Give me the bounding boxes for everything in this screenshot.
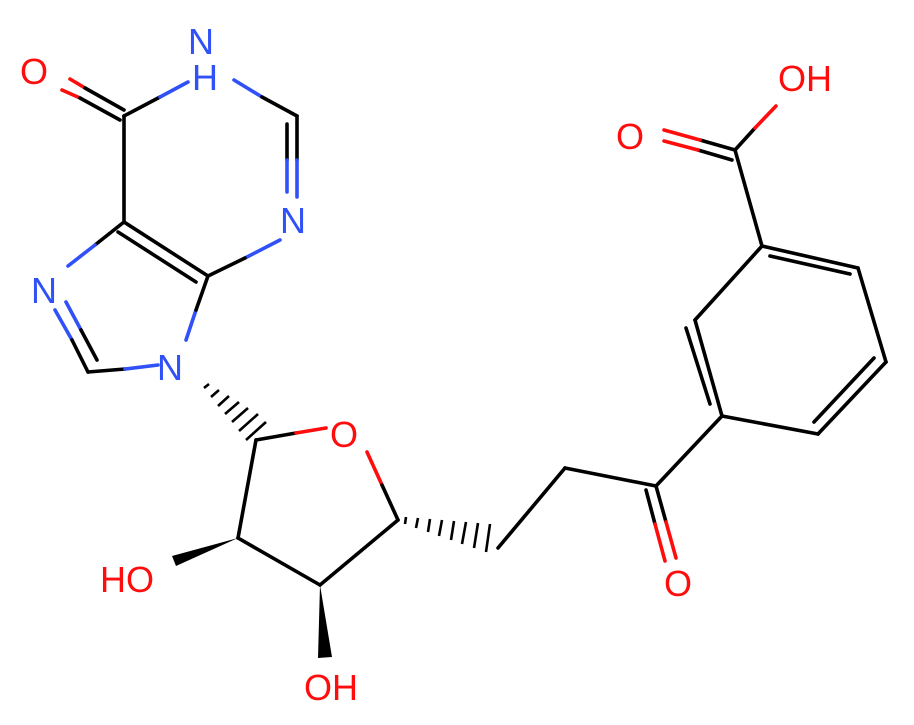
atom-n7: N — [31, 270, 57, 311]
atom-n1-hydrogen: H — [192, 57, 218, 98]
hashed-bond-n9-c1 — [203, 382, 267, 441]
ribose-bonds — [236, 414, 724, 587]
purine-bonds — [53, 77, 299, 374]
atom-hydroxyl-2: HO — [100, 559, 154, 600]
atom-ring-oxygen: O — [330, 414, 358, 455]
hashed-bond-c4-chain — [403, 516, 492, 553]
atom-carbonyl-oxygen: O — [20, 51, 48, 92]
atom-ketone-oxygen: O — [664, 563, 692, 604]
atom-hydroxyl-3: OH — [304, 667, 358, 708]
benzene-bonds — [662, 104, 888, 436]
atom-n9: N — [157, 347, 183, 388]
atom-labels: O N H N N N O HO OH O OH O — [20, 21, 832, 708]
atom-n3: N — [280, 200, 306, 241]
stereo-bonds — [172, 382, 492, 658]
atom-acid-oxygen: O — [616, 116, 644, 157]
atom-acid-hydroxyl: OH — [778, 58, 832, 99]
atom-n1: N — [188, 21, 214, 62]
wedge-bond-c2-oh — [172, 538, 238, 566]
wedge-bond-c3-oh — [318, 585, 332, 658]
